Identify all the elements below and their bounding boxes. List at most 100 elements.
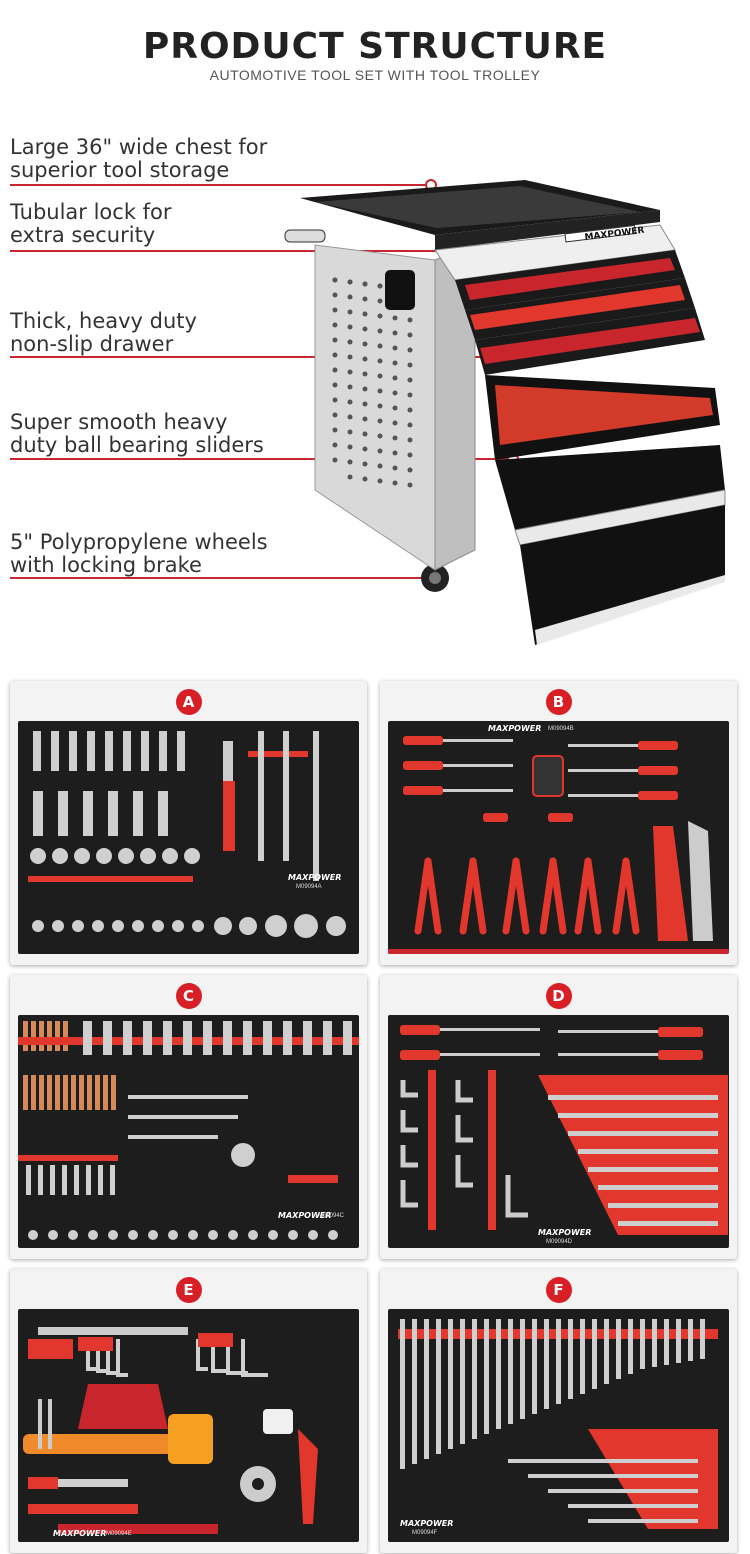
perforation-hole [362,311,368,317]
perforation-hole [377,403,383,409]
perforation-hole [332,397,338,403]
perforation-hole [377,283,383,289]
perforation-hole [377,478,383,484]
perforation-hole [407,437,413,443]
drawer-code-b: M09094B [548,726,574,732]
callout-drawer: Thick, heavy duty non-slip drawer [10,309,197,356]
perforation-hole [347,339,353,345]
perforation-hole [362,461,368,467]
perforation-hole [347,354,353,360]
drawer-code-a: M09094A [296,884,322,890]
drawer-badge-e: E [175,1277,202,1303]
perforation-hole [347,309,353,315]
perforation-hole [332,277,338,283]
perforation-hole [407,347,413,353]
combination-wrench-set-illustration [398,1319,718,1529]
drawer-tray-b: MAXPOWER M09094B [388,721,729,954]
perforation-hole [377,328,383,334]
page-subtitle: AUTOMOTIVE TOOL SET WITH TOOL TROLLEY [209,67,541,83]
perforation-hole [407,482,413,488]
perforation-hole [362,281,368,287]
perforation-hole [347,429,353,435]
wrench-screwdriver-set-illustration [400,1025,728,1235]
drawer-tray-f: MAXPOWER M09094F [388,1309,729,1542]
perforation-hole [392,330,398,336]
perforation-hole [392,345,398,351]
drawer-tray-c: MAXPOWER M09094C [18,1015,359,1248]
perforation-hole [407,422,413,428]
perforation-hole [332,367,338,373]
perforation-hole [407,392,413,398]
drawer-badge-a: A [175,689,202,715]
perforation-hole [332,322,338,328]
drawer-badge-b: B [545,689,572,715]
drawer-tray-a: MAXPOWER M09094A [18,721,359,954]
perforation-hole [362,371,368,377]
callout-line-lock [10,250,558,252]
drawer-brand-d: MAXPOWER [538,1228,592,1237]
perforation-hole [347,474,353,480]
perforation-hole [362,446,368,452]
screwdriver-plier-set-illustration [388,736,729,954]
perforation-hole [392,435,398,441]
callout-chest: Large 36" wide chest for superior tool s… [10,135,268,182]
drawer-badge-d: D [545,983,572,1009]
drawer-brand-a: MAXPOWER [288,873,342,882]
drawer-panel-b: B MAXPOWER [380,681,737,965]
drawer-panel-d: D MAXPOWER M [380,975,737,1259]
perforation-hole [377,433,383,439]
drawer-brand-e: MAXPOWER [53,1529,107,1538]
perforation-hole [362,416,368,422]
callout-line-wheels [10,577,428,579]
perforation-hole [362,431,368,437]
perforation-hole [407,377,413,383]
perforation-hole [347,399,353,405]
perforation-hole [362,326,368,332]
perforation-hole [347,279,353,285]
perforation-hole [407,407,413,413]
drawer-panel-e: E MAXPOWER M09094E [10,1269,367,1553]
callout-wheels: 5" Polypropylene wheels with locking bra… [10,530,268,577]
drawer-code-f: M09094F [412,1530,438,1536]
callout-lock: Tubular lock for extra security [10,200,172,247]
perforation-hole [332,412,338,418]
perforation-hole [392,390,398,396]
drawer-code-e: M09094E [106,1531,132,1537]
perforation-hole [332,382,338,388]
perforation-hole [362,296,368,302]
perforation-hole [392,450,398,456]
perforation-hole [377,373,383,379]
perforation-hole [377,313,383,319]
perforation-hole [392,420,398,426]
perforation-hole [332,352,338,358]
perforation-hole [347,369,353,375]
perforation-hole [332,457,338,463]
perforation-hole [407,362,413,368]
drawer-panel-c: C [10,975,367,1259]
drawer-panel-a: A MAX [10,681,367,965]
perforation-hole [347,459,353,465]
perforation-hole [377,298,383,304]
perforation-hole [332,292,338,298]
page-title: PRODUCT STRUCTURE [142,26,608,67]
perforation-hole [392,465,398,471]
drawer-tray-e: MAXPOWER M09094E [18,1309,359,1542]
perforation-hole [377,448,383,454]
perforation-hole [347,414,353,420]
perforation-hole [362,356,368,362]
perforation-hole [362,476,368,482]
drawer-badge-f: F [545,1277,572,1303]
perforation-hole [377,388,383,394]
tool-trolley-illustration: MAXPOWER [284,180,726,645]
socket-set-illustration [28,731,346,938]
perforation-hole [347,294,353,300]
drawer-panel-f: F MAXPOWER M09094F [380,1269,737,1553]
perforation-hole [392,375,398,381]
perforation-hole [332,307,338,313]
bit-socket-set-illustration [18,1021,359,1240]
perforation-hole [407,452,413,458]
perforation-hole [377,463,383,469]
perforation-hole [407,467,413,473]
drawer-tray-d: MAXPOWER M09094D [388,1015,729,1248]
perforation-hole [332,337,338,343]
